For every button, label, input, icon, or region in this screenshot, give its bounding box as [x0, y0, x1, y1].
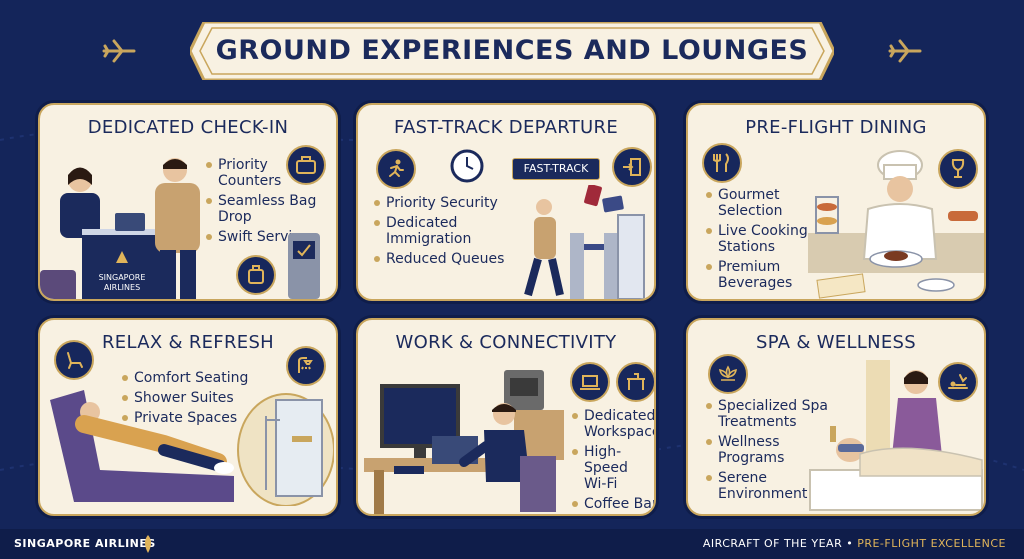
list-item: Reduced Queues [374, 251, 524, 267]
shower-icon [286, 346, 326, 386]
feature-list: Dedicated Workspace High-Speed Wi-Fi Cof… [572, 408, 654, 514]
kiosk-icon [288, 233, 320, 299]
card-pre-flight-dining: PRE-FLIGHT DINING Gourmet Selection Live… [686, 103, 986, 301]
list-item: Specialized Spa Treatments [706, 398, 846, 430]
page-title: GROUND EXPERIENCES AND LOUNGES [215, 35, 809, 66]
feature-list: Specialized Spa Treatments Wellness Prog… [706, 398, 846, 506]
feature-list: Priority Security Dedicated Immigration … [374, 195, 524, 271]
list-item: Dedicated Immigration [374, 215, 524, 247]
list-item: Shower Suites [122, 390, 272, 406]
list-item: Priority Security [374, 195, 524, 211]
chef-illustration [808, 150, 984, 299]
plane-left-icon [102, 39, 136, 63]
card-dedicated-check-in: DEDICATED CHECK-IN SINGAPORE AIRLINES Pr… [38, 103, 338, 301]
desk-icon [616, 362, 654, 402]
wine-glass-icon [938, 149, 978, 189]
laptop-icon [570, 362, 610, 402]
list-item: Seamless Bag Drop [206, 193, 336, 225]
card-title: FAST-TRACK DEPARTURE [394, 117, 618, 138]
list-item: Private Spaces [122, 410, 272, 426]
list-item: High-Speed Wi-Fi [572, 444, 654, 492]
massage-icon [938, 362, 978, 402]
list-item: Serene Environment [706, 470, 846, 502]
reclining-seat-illustration [50, 390, 234, 502]
feature-list: Comfort Seating Shower Suites Private Sp… [122, 370, 272, 430]
card-title: SPA & WELLNESS [755, 332, 917, 353]
card-title: WORK & CONNECTIVITY [395, 332, 617, 353]
clock-icon [450, 149, 484, 183]
check-in-illustration: SINGAPORE AIRLINES [40, 155, 240, 299]
list-item: Live Cooking Stations [706, 223, 836, 255]
footer-brand: SINGAPORE AIRLINES [14, 537, 156, 550]
list-item: Coffee Bar [572, 496, 654, 512]
fast-track-sign: FAST-TRACK [512, 158, 600, 180]
footer: SINGAPORE AIRLINES AIRCRAFT OF THE YEAR … [0, 529, 1024, 559]
running-person-icon [376, 149, 416, 189]
airline-logo-icon [145, 535, 151, 553]
feature-list: Gourmet Selection Live Cooking Stations … [706, 187, 836, 295]
exit-door-icon [612, 147, 652, 187]
card-title: DEDICATED CHECK-IN [87, 117, 289, 138]
spa-treatment-illustration [809, 360, 983, 511]
svg-text:AIRLINES: AIRLINES [104, 283, 140, 292]
utensils-icon [702, 143, 742, 183]
shower-suite-illustration [237, 393, 334, 506]
security-gate-illustration [524, 185, 645, 299]
title-banner: GROUND EXPERIENCES AND LOUNGES [190, 22, 834, 80]
card-fast-track-departure: FAST-TRACK DEPARTURE FAST-TRACK Priority… [356, 103, 656, 301]
card-relax-and-refresh: RELAX & REFRESH Comfort Seating Shower S… [38, 318, 338, 516]
list-item: Priority Counters [206, 157, 336, 189]
plane-right-icon [888, 39, 922, 63]
list-item: Comfort Seating [122, 370, 272, 386]
list-item: Wellness Programs [706, 434, 846, 466]
list-item: Dedicated Workspace [572, 408, 654, 440]
card-work-and-connectivity: WORK & CONNECTIVITY Dedicated Workspace … [356, 318, 656, 516]
armchair-icon [54, 340, 94, 380]
card-title: PRE-FLIGHT DINING [745, 117, 927, 138]
svg-text:SINGAPORE: SINGAPORE [99, 273, 146, 282]
footer-tagline-right: PRE-FLIGHT EXCELLENCE [857, 537, 1006, 550]
luggage-icon [236, 255, 276, 295]
lotus-icon [708, 354, 748, 394]
list-item: Premium Beverages [706, 259, 836, 291]
briefcase-icon [286, 145, 326, 185]
list-item: Gourmet Selection [706, 187, 836, 219]
card-title: RELAX & REFRESH [101, 332, 275, 353]
workspace-illustration [364, 370, 564, 514]
footer-tagline: AIRCRAFT OF THE YEAR • PRE-FLIGHT EXCELL… [703, 537, 1006, 550]
card-spa-and-wellness: SPA & WELLNESS Specialized Spa Treatment… [686, 318, 986, 516]
footer-tagline-left: AIRCRAFT OF THE YEAR • [702, 537, 858, 550]
